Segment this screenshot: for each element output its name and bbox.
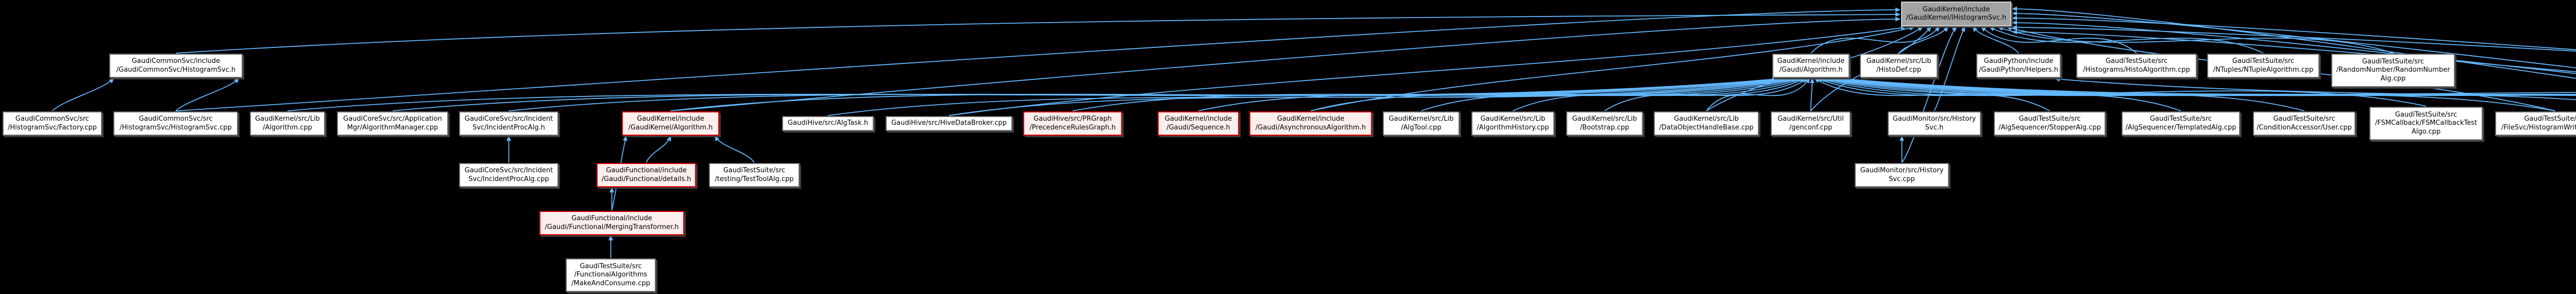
node-dataobjecthandlebase-cpp[interactable]: GaudiKernel/src/Lib /DataObjectHandleBas… [1654,111,1759,136]
edge-usesvcwithoutinterface-cpp-to-root [2012,15,2576,51]
node-histogramwriteralg-cpp[interactable]: GaudiTestSuite/src /FileSvc/HistogramWri… [2495,111,2576,136]
edge-genconf-cpp-to-gaudi-algorithm-h [1809,78,1815,111]
edge-bootstrap-cpp-to-gaudi-algorithm-h [1604,78,1808,111]
node-hivedatabroker-cpp[interactable]: GaudiHive/src/HiveDataBroker.cpp [886,116,1012,131]
edge-histogramsvc-cpp-to-root [175,7,1901,111]
edge-usesvcwithoutinterface-cpp-to-gaudi-algorithm-h [1844,77,2576,96]
node-precedencerulesgraph-h[interactable]: GaudiHive/src/PRGraph /PrecedenceRulesGr… [1023,111,1122,136]
edge-dataobjecthandlebase-cpp-to-gaudi-algorithm-h [1706,78,1810,111]
edge-templatedalg-cpp-to-gaudi-algorithm-h [1817,78,2181,111]
node-ntuplealgorithm-cpp[interactable]: GaudiTestSuite/src /NTuples/NTupleAlgori… [2207,54,2319,78]
edge-gaudipython-helpers-h-to-root [1972,26,2019,54]
edge-gaudipython-helpers-cpp-to-gaudipython-helpers-h [2055,77,2576,96]
node-historysvc-cpp[interactable]: GaudiMonitor/src/History Svc.cpp [1855,163,1949,187]
node-commonsvc-histogramsvc-h[interactable]: GaudiCommonSvc/include /GaudiCommonSvc/H… [109,54,243,78]
edge-histodef-cpp-to-root [1898,26,1948,54]
node-gaudi-algorithm-h[interactable]: GaudiKernel/include /Gaudi/Algorithm.h [1772,54,1850,78]
edge-historysvc-h-to-root [1934,26,1965,111]
node-incidentprocalg-cpp[interactable]: GaudiCoreSvc/src/Incident Svc/IncidentPr… [459,163,558,187]
edge-histogramsvc-cpp-to-commonsvc-histogramsvc-h [175,78,240,111]
node-genconf-cpp[interactable]: GaudiKernel/src/Util /genconf.cpp [1771,111,1851,136]
edge-ntuplewriterproducers-cpp-to-root [2012,11,2576,69]
node-sequence-h[interactable]: GaudiKernel/include /Gaudi/Sequence.h [1158,111,1239,136]
node-gaudipython-helpers-h[interactable]: GaudiPython/include /GaudiPython/Helpers… [1976,54,2061,78]
node-randomnumberalg-cpp[interactable]: GaudiTestSuite/src /RandomNumber/RandomN… [2331,54,2455,87]
edge-gaudikernel-algorithm-h-to-root [670,17,1901,111]
node-asynchronousalgorithm-h[interactable]: GaudiKernel/include /Gaudi/AsynchronousA… [1249,111,1372,136]
node-factory-cpp[interactable]: GaudiCommonSvc/src /HistogramSvc/Factory… [3,111,102,136]
node-histoalgorithm-cpp[interactable]: GaudiTestSuite/src /Histograms/HistoAlgo… [2076,54,2197,78]
edge-stopperalg-cpp-to-gaudi-algorithm-h [1814,78,2050,111]
node-templatedalg-cpp[interactable]: GaudiTestSuite/src /AlgSequencer/Templat… [2122,111,2240,136]
node-gaudikernel-algorithm-h[interactable]: GaudiKernel/include /GaudiKernel/Algorit… [622,111,719,136]
node-histogramsvc-cpp[interactable]: GaudiCommonSvc/src /HistogramSvc/Histogr… [113,111,238,136]
edge-testing-testtoolalg-cpp-to-gaudikernel-algorithm-h [714,136,755,163]
edge-genericntuplewriter-cpp-to-root [2012,29,2576,73]
edge-algtool-cpp-to-gaudi-algorithm-h [1421,78,1803,111]
edge-factory-cpp-to-commonsvc-histogramsvc-h [52,78,114,111]
edge-asynchronousalgorithm-h-to-gaudi-algorithm-h [1310,77,1800,111]
node-historysvc-h[interactable]: GaudiMonitor/src/History Svc.h [1888,111,1981,136]
edge-sequence-h-to-gaudi-algorithm-h [1198,77,1797,111]
node-fsmcallbacktestalgo-cpp[interactable]: GaudiTestSuite/src /FSMCallback/FSMCallb… [2369,107,2483,140]
edge-ntuple-writer-h-to-root [2012,20,2576,74]
node-root[interactable]: GaudiKernel/include /GaudiKernel/IHistog… [1901,2,2011,26]
node-histodef-cpp[interactable]: GaudiKernel/src/Lib /HistoDef.cpp [1860,54,1938,78]
edge-branchwrapper-h-to-root [2012,25,2576,52]
node-algorithm-cpp[interactable]: GaudiKernel/src/Lib /Algorithm.cpp [250,111,325,136]
edge-commonsvc-histogramsvc-h-to-root [176,12,1901,54]
edge-randomnumberalg-cpp-to-root [1997,26,2394,54]
node-mergingtransformer-h[interactable]: GaudiFunctional/include /Gaudi/Functiona… [539,211,684,235]
node-algtool-cpp[interactable]: GaudiKernel/src/Lib /AlgTool.cpp [1383,111,1460,136]
node-algtask-h[interactable]: GaudiHive/src/AlgTask.h [782,116,874,131]
node-incidentprocalg-h[interactable]: GaudiCoreSvc/src/Incident Svc/IncidentPr… [459,111,558,136]
edge-ntuplealgorithm-cpp-to-root [1989,27,2264,54]
edge-counterhistos-cpp-to-root [2012,6,2576,79]
node-stopperalg-cpp[interactable]: GaudiTestSuite/src /AlgSequencer/Stopper… [1994,111,2106,136]
node-functional-details-h[interactable]: GaudiFunctional/include /Gaudi/Functiona… [597,163,696,187]
node-algorithmhistory-cpp[interactable]: GaudiKernel/src/Lib /AlgorithmHistory.cp… [1471,111,1554,136]
edge-gaudikernel-algorithm-h-to-gaudi-algorithm-h [670,77,1786,111]
edge-hivedatabroker-cpp-to-root [948,25,1906,116]
node-makeandconsume-cpp[interactable]: GaudiTestSuite/src /FunctionalAlgorithms… [566,258,656,292]
edge-hivedatabroker-cpp-to-gaudi-algorithm-h [948,77,1791,116]
node-algorithmmanager-cpp[interactable]: GaudiCoreSvc/src/Application Mgr/Algorit… [337,111,448,136]
node-testing-testtoolalg-cpp[interactable]: GaudiTestSuite/src /testing/TestToolAlg.… [709,163,800,187]
edge-histoalgorithm-cpp-to-root [1980,26,2137,54]
edge-asynchronousalgorithm-h-to-root [1310,26,1915,111]
edge-functional-details-h-to-gaudikernel-algorithm-h [646,136,671,163]
node-conditionaccessor-user-cpp[interactable]: GaudiTestSuite/src /ConditionAccessor/Us… [2253,111,2355,136]
edge-gaudi-algorithm-h-to-root [1810,26,1940,54]
node-bootstrap-cpp[interactable]: GaudiKernel/src/Lib /Bootstrap.cpp [1566,111,1643,136]
